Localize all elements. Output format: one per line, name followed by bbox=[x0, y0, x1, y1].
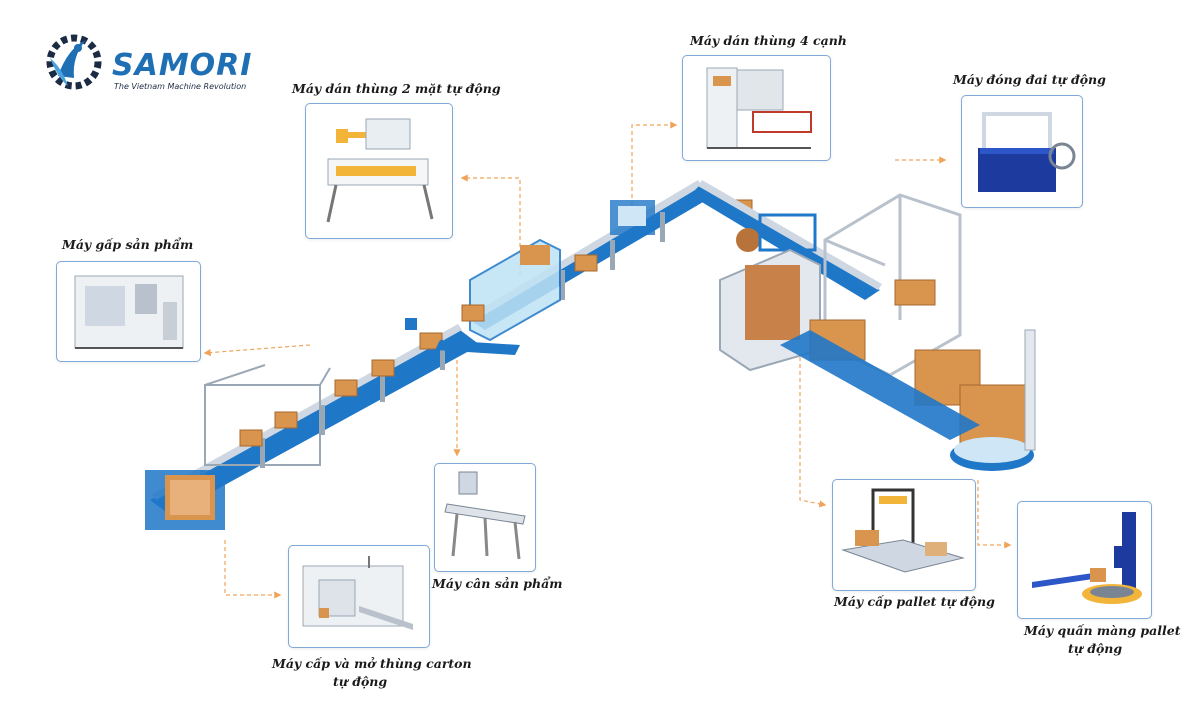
samori-logo: SAMORI The Vietnam Machine Revolution bbox=[28, 28, 258, 98]
pallet-wrapper-icon bbox=[1032, 512, 1142, 604]
card-product-folding-machine bbox=[56, 261, 201, 362]
label-four-edge-carton-sealer: Máy dán thùng 4 cạnh bbox=[690, 33, 847, 48]
card-pallet-dispenser bbox=[832, 479, 976, 591]
card-two-side-carton-sealer bbox=[305, 103, 453, 239]
carton-erector-station bbox=[145, 470, 225, 530]
pallet-wrapper-station bbox=[950, 329, 1036, 471]
card-checkweigher bbox=[434, 463, 536, 572]
sealer-cabinet bbox=[469, 238, 561, 342]
automatic-strapping-machine-icon bbox=[978, 112, 1076, 192]
two-side-carton-sealer-icon bbox=[326, 118, 434, 223]
label-pallet-wrapper-line2: tự động bbox=[1068, 641, 1123, 656]
label-automatic-strapping-machine: Máy đóng đai tự động bbox=[953, 72, 1106, 87]
label-carton-erector-line1: Máy cấp và mở thùng carton bbox=[272, 656, 472, 671]
conveyor-segment-3 bbox=[690, 180, 882, 300]
label-product-folding-machine: Máy gấp sản phẩm bbox=[62, 237, 194, 252]
four-edge-carton-sealer-icon bbox=[706, 67, 812, 149]
card-pallet-wrapper bbox=[1017, 501, 1152, 619]
label-carton-erector-line2: tự động bbox=[333, 674, 388, 689]
four-edge-sealer-station bbox=[610, 200, 655, 235]
gear-logo-icon bbox=[46, 34, 102, 90]
checkweigher-station bbox=[405, 318, 520, 355]
label-pallet-dispenser: Máy cấp pallet tự động bbox=[834, 594, 995, 609]
conveyor-segment-4 bbox=[780, 330, 980, 440]
card-carton-erector bbox=[288, 545, 430, 648]
pallet-dispenser-icon bbox=[841, 488, 965, 573]
connector-arrows bbox=[203, 121, 1012, 599]
product-folding-station bbox=[204, 364, 331, 466]
card-four-edge-carton-sealer bbox=[682, 55, 831, 161]
product-folding-machine-icon bbox=[74, 275, 184, 349]
brand-name: SAMORI bbox=[112, 48, 253, 83]
brand-tagline: The Vietnam Machine Revolution bbox=[114, 82, 247, 91]
carton-erector-icon bbox=[302, 556, 413, 630]
label-checkweigher: Máy cân sản phẩm bbox=[432, 576, 563, 591]
card-automatic-strapping-machine bbox=[961, 95, 1083, 208]
label-pallet-wrapper-line1: Máy quấn màng pallet bbox=[1024, 623, 1181, 638]
checkweigher-icon bbox=[444, 471, 526, 560]
label-two-side-carton-sealer: Máy dán thùng 2 mặt tự động bbox=[292, 81, 501, 96]
